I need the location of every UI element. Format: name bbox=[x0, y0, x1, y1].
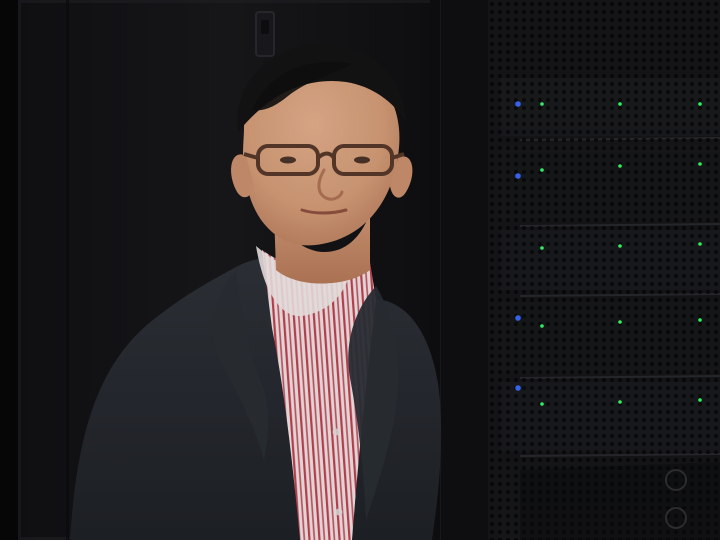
face bbox=[243, 59, 400, 246]
jacket-lapel-right bbox=[348, 286, 399, 520]
neck bbox=[274, 212, 370, 284]
ear-right bbox=[390, 156, 413, 198]
eyes bbox=[280, 156, 370, 164]
person bbox=[70, 44, 442, 540]
shirt-buttons bbox=[332, 428, 343, 516]
server-rack bbox=[488, 0, 720, 540]
jacket-lapel-left bbox=[212, 270, 269, 460]
rack-leds bbox=[515, 101, 702, 406]
mouth bbox=[300, 208, 348, 215]
glasses bbox=[243, 144, 405, 176]
dell-logo-icon bbox=[665, 469, 687, 529]
ear-left bbox=[231, 154, 254, 198]
nose bbox=[317, 168, 344, 201]
shirt bbox=[262, 250, 376, 540]
hair bbox=[237, 44, 406, 132]
